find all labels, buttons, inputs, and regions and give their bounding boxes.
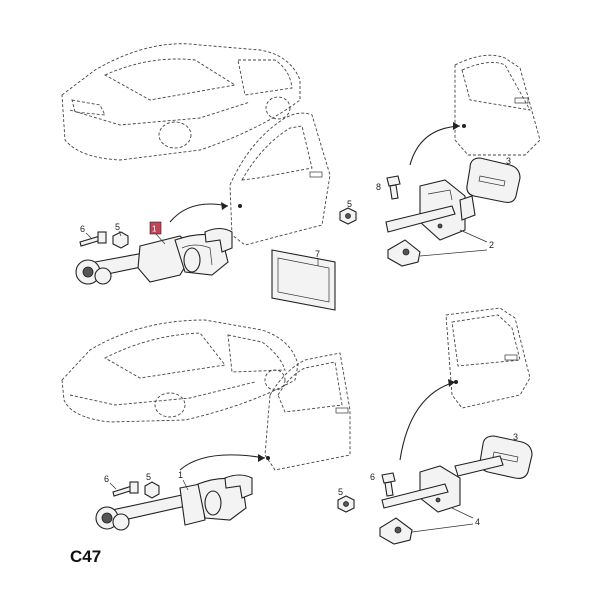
callout-6-bottom-right: 6	[370, 472, 375, 482]
callout-3-top: 3	[506, 156, 511, 166]
callout-1-bottom: 1	[178, 470, 183, 480]
callout-5-bottom-left: 5	[146, 472, 151, 482]
bolt-6-bottom	[112, 481, 139, 497]
callout-5-top-right: 5	[347, 199, 352, 209]
rear-door-bottom	[445, 307, 531, 409]
nut-5-bottom-right	[337, 495, 355, 513]
pad-7	[271, 249, 336, 311]
callout-5-top-left: 5	[115, 222, 120, 232]
stop-pad-3-bottom	[479, 435, 533, 479]
mpv-car-illustration	[61, 319, 299, 423]
callout-2: 2	[489, 240, 494, 250]
door-check-bracket-bottom	[381, 455, 504, 513]
assembly-arrow	[409, 125, 461, 166]
assembly-arrow	[399, 381, 456, 461]
assembly-arrow	[179, 454, 266, 471]
callout-6-top-left: 6	[80, 224, 85, 234]
door-check-strap-top	[75, 227, 233, 285]
callout-3-bottom: 3	[513, 432, 518, 442]
callout-7: 7	[315, 249, 320, 259]
door-check-strap-bottom	[95, 474, 253, 531]
bracket-base-top	[387, 239, 421, 267]
bracket-base-bottom	[379, 517, 413, 545]
nut-5-top	[112, 231, 129, 249]
rear-door-top	[454, 54, 541, 156]
bolt-6-top	[79, 231, 107, 247]
nut-5-top-right	[339, 207, 357, 225]
screw-8	[386, 175, 401, 200]
callout-6-bottom-left: 6	[104, 474, 109, 484]
door-check-bracket-top	[385, 179, 476, 241]
callout-1-highlight: 1	[152, 225, 157, 234]
front-door-top	[229, 112, 331, 246]
highlight-callout-box	[149, 221, 162, 235]
front-door-bottom	[264, 352, 351, 471]
nut-5-bottom-left	[144, 481, 160, 499]
callout-4: 4	[475, 517, 480, 527]
screw-6-bottom	[381, 472, 396, 497]
stop-pad-3-top	[466, 157, 521, 203]
callout-8: 8	[376, 182, 381, 192]
callout-5-bottom-right: 5	[338, 487, 343, 497]
hatchback-car-illustration	[61, 43, 301, 161]
figure-code: C47	[70, 547, 101, 566]
assembly-arrow	[169, 203, 229, 223]
